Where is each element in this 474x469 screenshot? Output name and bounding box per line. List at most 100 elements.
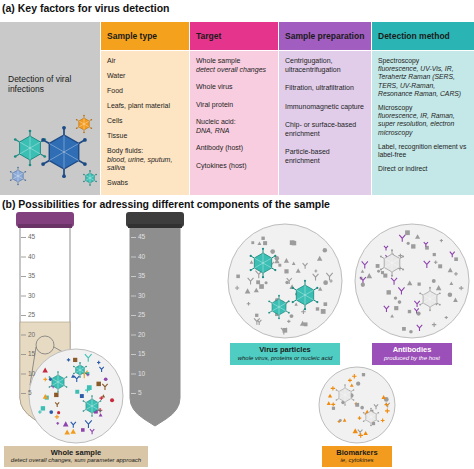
capsid-facet [392,254,393,263]
graduation-tick [131,393,136,394]
graduation-number: 5 [28,389,32,397]
particle-square [87,385,92,390]
capsid-facet [80,370,81,375]
particle-cross [99,396,103,400]
particle-cross [338,420,341,423]
antibody-symbol [281,328,287,335]
zoom-circle-outline [319,367,395,443]
capsid-facet [76,368,80,371]
graduation-number: 15 [138,350,145,358]
virus-spike-knob [370,425,372,427]
capsid-facet [58,379,64,383]
virus-spike [437,303,440,305]
antibody-symbol [255,271,262,279]
cell-text: Whole sample [196,57,272,66]
capsid-facet [58,382,64,386]
graduation-number: 10 [138,370,145,378]
particle-triangle [71,374,75,378]
capsid-facet [371,417,372,423]
cell-text: Direct or indirect [378,165,468,173]
virus-spike [286,311,289,313]
cell-text: Sample preparation [285,31,365,41]
zoom-circle-outline [29,349,123,443]
virus-spike-knob [85,366,87,368]
virus-spike-knob [380,256,382,258]
particle-triangle [42,368,48,373]
particle-cross [394,261,399,266]
particle-square [251,241,254,244]
component-label: Biomarkersie, cytokines [322,446,392,467]
virus-capsid [86,399,98,413]
antibody-symbol [344,390,350,397]
virus-spike [437,293,440,295]
cell-text: Label, recognition element vs label-free [378,143,468,159]
virus-spike-knob [91,395,93,397]
particle-dot [323,248,327,252]
cell-text: blood, urine, sputum, saliva [107,156,183,173]
virus-spike-knob [316,301,318,303]
particle-dot [341,401,344,404]
zoom-circle [29,349,123,443]
particle-square [402,327,406,331]
virus-spike-knob [336,399,338,401]
panel-title: (b) Possibilities for adressing differen… [2,199,330,211]
cell-text: Swabs [107,179,183,188]
virus-spike [400,268,403,270]
particle-dot [110,398,114,402]
cell-text: Tissue [107,132,183,141]
virus-spike-knob [370,408,372,410]
cell-text: Whole virus [196,83,272,92]
antibody-symbol [391,278,397,285]
virus-spike-knob [363,420,365,422]
virus-spike-knob [57,391,59,393]
leader-line [54,347,120,385]
particle-square [405,230,410,235]
particle-dot [104,377,108,381]
virus-spike [371,423,372,425]
particle-dot [57,411,60,414]
virus-spike-knob [304,280,306,282]
virus-spike-knob [85,373,87,375]
antibody-symbol [414,308,418,313]
virus-icon [49,371,68,392]
graduation-number: 45 [138,233,145,241]
particle-triangle [294,303,297,306]
capsid-facet [279,299,280,307]
virus-spike-knob [419,292,421,294]
virus-spike [279,296,280,299]
particle-triangle [99,413,103,417]
virus-spike [279,315,280,318]
virus-spike-knob [49,376,51,378]
particle-square [387,290,391,294]
particle-square [372,422,375,425]
capsid-facet [92,406,93,413]
particle-triangle [343,418,347,421]
column-header: Target [190,22,278,50]
graduation-tick [21,354,26,355]
particle-dot [409,330,413,334]
graduation-number: 35 [138,272,145,280]
virus-spike [305,305,306,309]
virus-spike-knob [262,276,264,278]
particle-triangle [102,394,105,397]
particle-square [316,307,319,310]
graduation-tick [131,335,136,336]
particle-square [73,358,77,362]
capsid-facet [423,295,430,299]
virus-spike-knob [274,269,276,271]
particle-triangle [436,285,442,290]
cell-text: Chip- or surface-based enrichment [285,121,365,138]
component-label: Virus particleswhole virus, proteins or … [230,343,340,365]
sample-tube [16,212,74,426]
column-header: Detection method [372,22,474,50]
virus-spike [371,409,372,411]
virus-spike-knob [419,304,421,306]
virus-spike [314,288,317,290]
sample-tube [126,212,184,426]
virus-spike-knob [66,376,68,378]
particle-cross [355,402,358,405]
particle-square [263,241,267,245]
capsid-facet [305,290,314,295]
graduation-tick [21,257,26,258]
tube-body [130,226,180,426]
